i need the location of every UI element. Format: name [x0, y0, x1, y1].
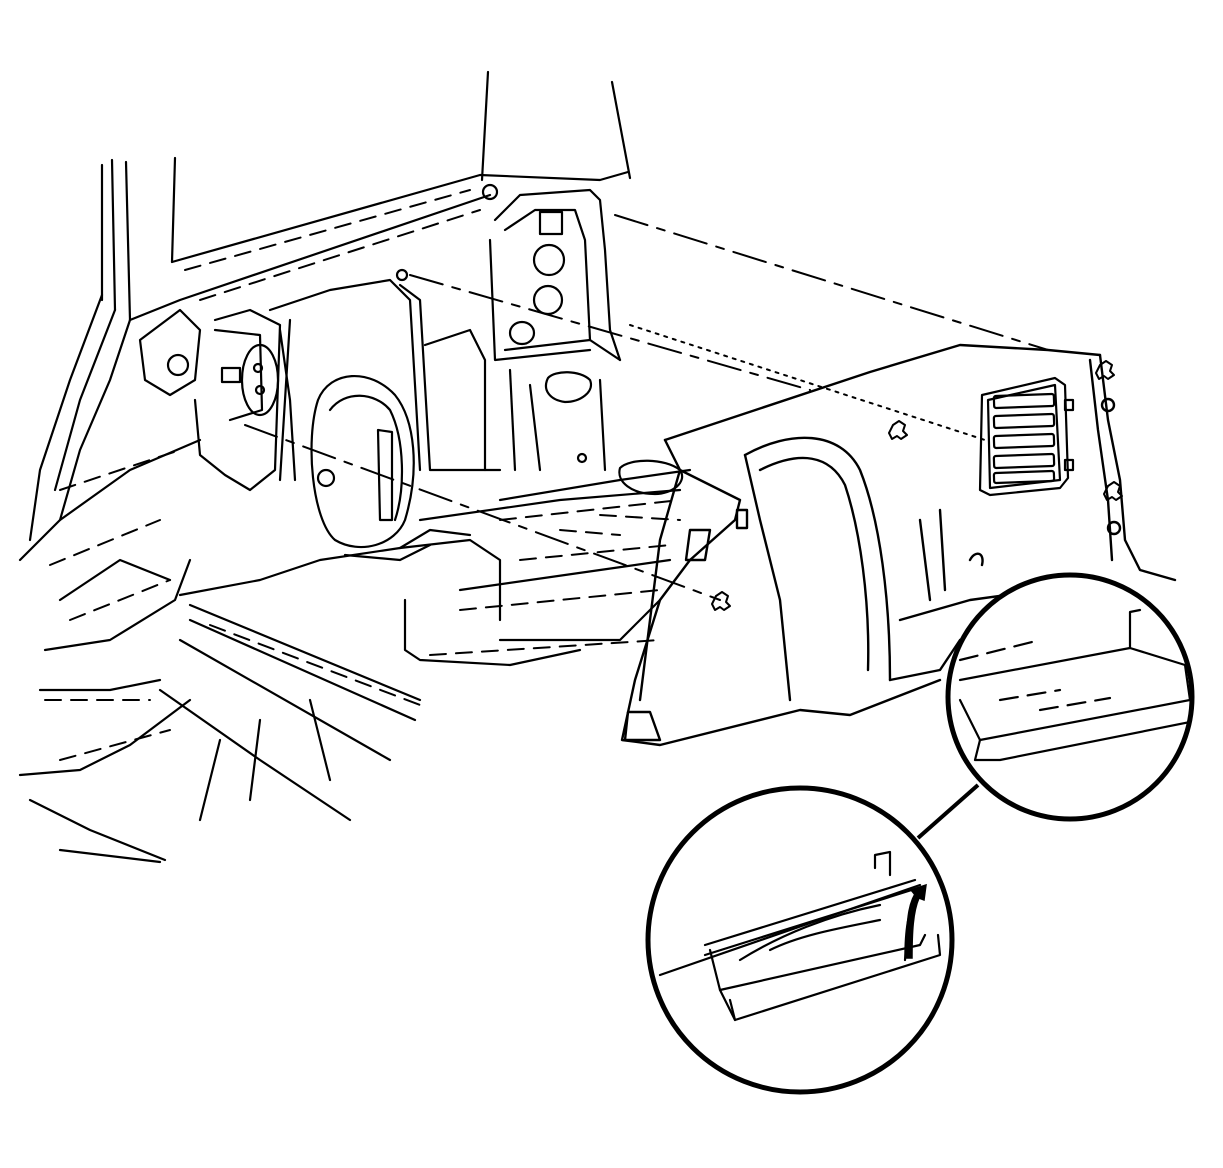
hidden-outline-lines	[44, 189, 681, 761]
retainer-clip-1	[888, 420, 908, 440]
retainer-clip-2	[1095, 360, 1115, 380]
spare-tire-well	[310, 374, 432, 562]
retainer-clip-3	[1103, 481, 1123, 501]
air-vent-grille	[978, 376, 1075, 497]
detail-connector-line	[916, 783, 980, 840]
weatherstrip-seal-detail	[645, 785, 955, 1095]
left-wheelhouse	[138, 308, 292, 492]
rear-pillar-inner	[395, 183, 684, 496]
trim-panel-edge-detail	[945, 572, 1195, 822]
right-quarter-trim-panel	[620, 343, 1177, 747]
alignment-lines	[244, 214, 1049, 601]
retainer-clip-4	[711, 591, 731, 611]
direction-arrow-icon	[904, 883, 927, 959]
retainer-clip	[711, 360, 1123, 611]
interior-body-shell	[18, 70, 692, 864]
